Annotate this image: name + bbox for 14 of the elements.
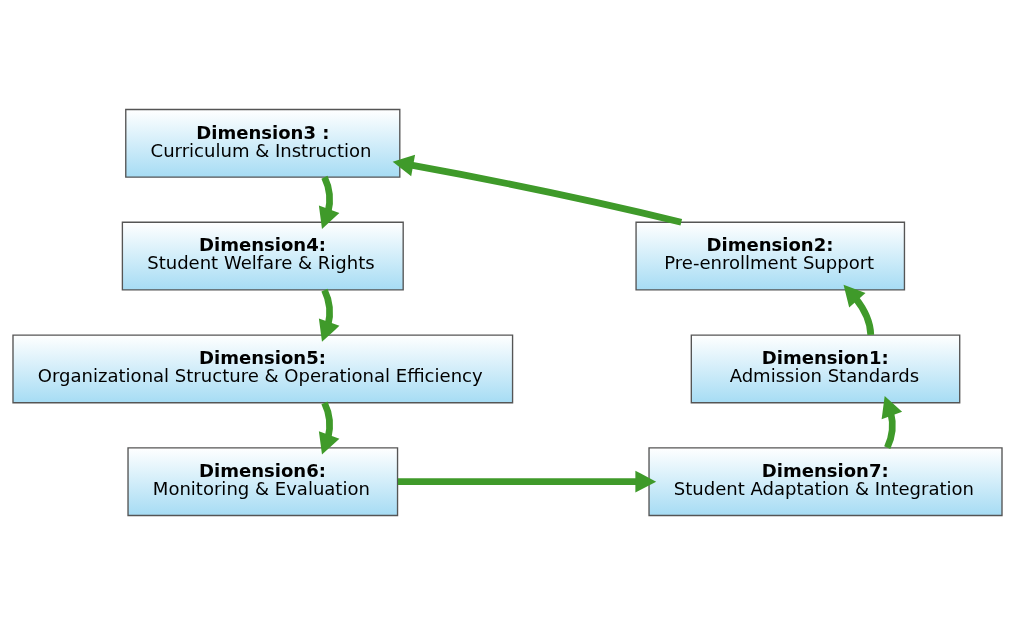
node-box: Dimension4: Student Welfare & Rights	[121, 221, 404, 291]
node-box: Dimension3 : Curriculum & Instruction	[125, 108, 401, 178]
arrow	[318, 175, 340, 229]
arrow	[318, 288, 340, 342]
node-box: Dimension7: Student Adaptation & Integration	[648, 447, 1003, 517]
node-box: Dimension2: Pre-enrollment Support	[635, 221, 906, 291]
arrow	[392, 154, 683, 226]
arrow	[398, 470, 657, 493]
node-box: Dimension6: Monitoring & Evaluation	[127, 447, 399, 517]
arrow	[881, 396, 903, 449]
node-box: Dimension1: Admission Standards	[690, 334, 961, 404]
arrow	[318, 401, 340, 455]
arrow	[843, 284, 875, 336]
node-box: Dimension5: Organizational Structure & Operational Efficiency	[12, 334, 514, 404]
